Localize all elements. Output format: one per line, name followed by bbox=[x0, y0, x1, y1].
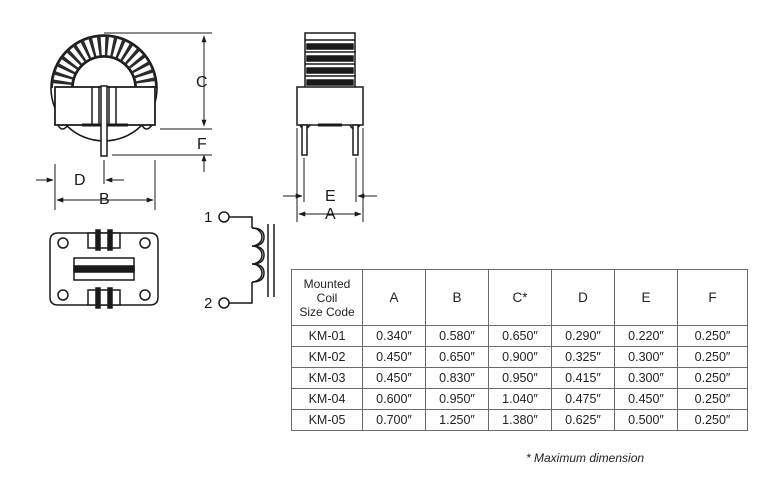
side-base bbox=[296, 86, 364, 126]
front-view bbox=[50, 34, 158, 157]
header-col-b: B bbox=[425, 269, 489, 326]
header-col-c: C* bbox=[488, 269, 552, 326]
cell-b: 0.950″ bbox=[425, 388, 489, 410]
table-header-row: Mounted Coil Size Code A B C* D E F bbox=[291, 269, 748, 326]
cell-a: 0.340″ bbox=[362, 325, 426, 347]
cell-code: KM-05 bbox=[291, 409, 363, 431]
cell-e: 0.300″ bbox=[614, 367, 678, 389]
cell-f: 0.250″ bbox=[677, 367, 748, 389]
cell-a: 0.600″ bbox=[362, 388, 426, 410]
footnote: * Maximum dimension bbox=[526, 451, 645, 465]
table-row: KM-04 0.600″ 0.950″ 1.040″ 0.475″ 0.450″… bbox=[291, 388, 748, 410]
cell-b: 0.830″ bbox=[425, 367, 489, 389]
cell-e: 0.300″ bbox=[614, 346, 678, 368]
dim-d bbox=[36, 160, 124, 210]
side-winding bbox=[304, 32, 356, 90]
table-row: KM-02 0.450″ 0.650″ 0.900″ 0.325″ 0.300″… bbox=[291, 346, 748, 368]
cell-d: 0.415″ bbox=[551, 367, 615, 389]
dim-e-a bbox=[283, 128, 377, 222]
cell-a: 0.700″ bbox=[362, 409, 426, 431]
dim-label-c: C bbox=[196, 74, 208, 91]
cell-code: KM-02 bbox=[291, 346, 363, 368]
dim-label-f: F bbox=[197, 136, 207, 153]
cell-f: 0.250″ bbox=[677, 409, 748, 431]
schematic-symbol bbox=[218, 211, 275, 309]
dim-c bbox=[104, 32, 212, 172]
cell-c: 0.900″ bbox=[488, 346, 552, 368]
cell-code: KM-01 bbox=[291, 325, 363, 347]
cell-e: 0.500″ bbox=[614, 409, 678, 431]
cell-b: 0.580″ bbox=[425, 325, 489, 347]
cell-e: 0.450″ bbox=[614, 388, 678, 410]
cell-code: KM-04 bbox=[291, 388, 363, 410]
size-code-table: Mounted Coil Size Code A B C* D E F KM-0… bbox=[291, 269, 748, 431]
side-view bbox=[296, 32, 364, 156]
side-lead-left bbox=[301, 124, 308, 156]
dim-label-a: A bbox=[325, 206, 336, 223]
dim-b bbox=[56, 160, 156, 210]
cell-a: 0.450″ bbox=[362, 346, 426, 368]
dim-label-d: D bbox=[74, 172, 86, 189]
header-col-a: A bbox=[362, 269, 426, 326]
header-line: Mounted bbox=[303, 276, 351, 291]
cell-f: 0.250″ bbox=[677, 325, 748, 347]
pin1-label: 1 bbox=[204, 209, 212, 226]
table-row: KM-01 0.340″ 0.580″ 0.650″ 0.290″ 0.220″… bbox=[291, 325, 748, 347]
cell-c: 0.950″ bbox=[488, 367, 552, 389]
cell-b: 0.650″ bbox=[425, 346, 489, 368]
pin2-label: 2 bbox=[204, 295, 212, 312]
cell-d: 0.625″ bbox=[551, 409, 615, 431]
cell-d: 0.325″ bbox=[551, 346, 615, 368]
cell-b: 1.250″ bbox=[425, 409, 489, 431]
pin1-terminal bbox=[218, 211, 230, 223]
cell-d: 0.290″ bbox=[551, 325, 615, 347]
cell-c: 0.650″ bbox=[488, 325, 552, 347]
pin2-terminal bbox=[218, 297, 230, 309]
front-lead bbox=[100, 85, 108, 157]
table-row: KM-03 0.450″ 0.830″ 0.950″ 0.415″ 0.300″… bbox=[291, 367, 748, 389]
cell-a: 0.450″ bbox=[362, 367, 426, 389]
cell-code: KM-03 bbox=[291, 367, 363, 389]
header-col-d: D bbox=[551, 269, 615, 326]
side-lead-right bbox=[352, 124, 359, 156]
cell-f: 0.250″ bbox=[677, 388, 748, 410]
cell-f: 0.250″ bbox=[677, 346, 748, 368]
header-col-e: E bbox=[614, 269, 678, 326]
dim-label-b: B bbox=[99, 191, 110, 208]
cell-e: 0.220″ bbox=[614, 325, 678, 347]
header-line: Size Code bbox=[299, 304, 355, 319]
dim-label-e: E bbox=[325, 188, 336, 205]
header-col-f: F bbox=[677, 269, 748, 326]
cell-c: 1.380″ bbox=[488, 409, 552, 431]
header-line: Coil bbox=[316, 290, 338, 305]
header-size-code: Mounted Coil Size Code bbox=[291, 269, 363, 326]
cell-d: 0.475″ bbox=[551, 388, 615, 410]
table-row: KM-05 0.700″ 1.250″ 1.380″ 0.625″ 0.500″… bbox=[291, 409, 748, 431]
top-view bbox=[49, 229, 159, 309]
cell-c: 1.040″ bbox=[488, 388, 552, 410]
